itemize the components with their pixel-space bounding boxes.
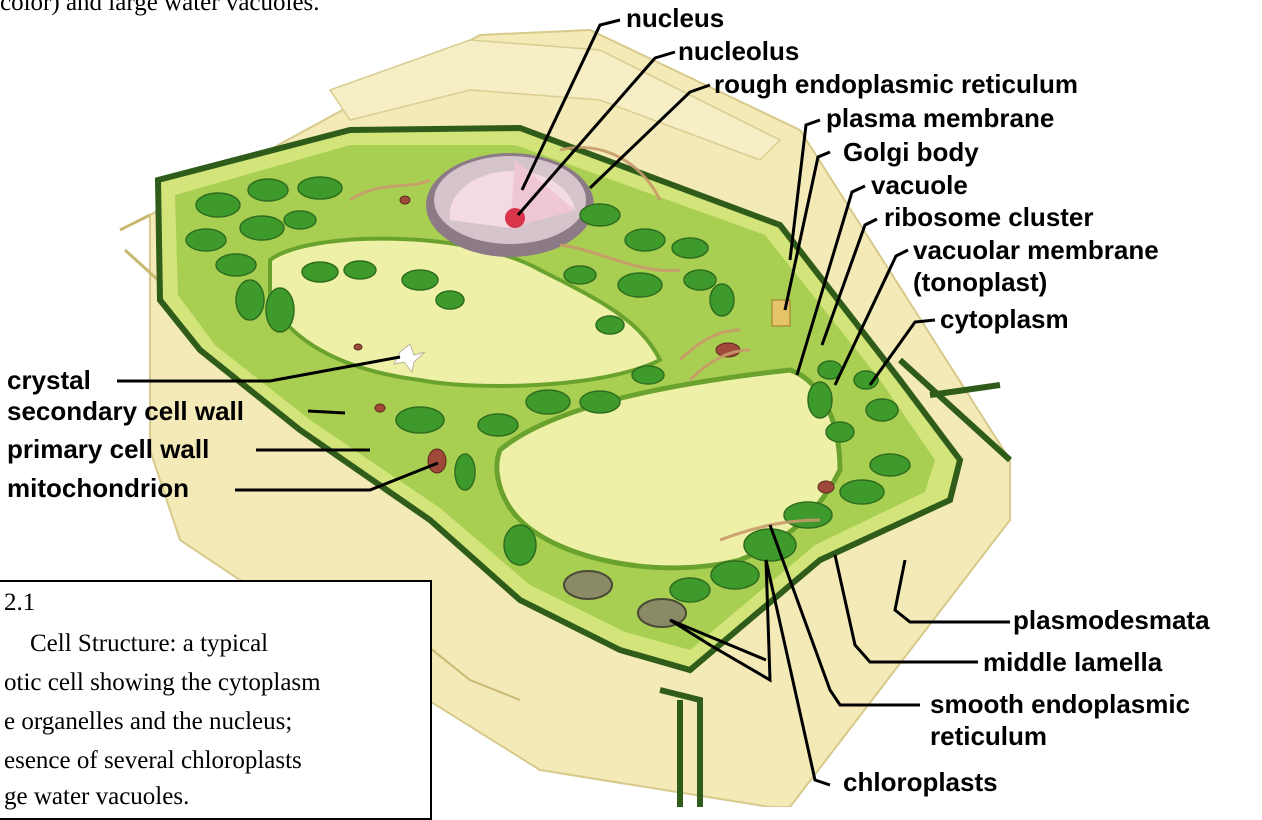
figure-caption-box: 2.1 Cell Structure: a typical otic cell …	[0, 580, 432, 820]
label-primary-cell-wall: primary cell wall	[7, 435, 209, 464]
label-tonoplast: (tonoplast)	[913, 268, 1047, 297]
label-golgi: Golgi body	[843, 138, 979, 167]
label-rough-er: rough endoplasmic reticulum	[714, 70, 1078, 99]
caption-line-6: ge water vacuoles.	[4, 782, 189, 812]
label-chloroplasts: chloroplasts	[843, 768, 998, 797]
caption-line-2: Cell Structure: a typical	[30, 629, 268, 659]
label-smooth-er: smooth endoplasmic	[930, 690, 1190, 719]
label-plasma-membrane: plasma membrane	[826, 104, 1054, 133]
label-ribosome-cluster: ribosome cluster	[884, 203, 1094, 232]
label-cytoplasm: cytoplasm	[940, 305, 1069, 334]
label-vacuole: vacuole	[871, 171, 968, 200]
caption-line-1: 2.1	[4, 588, 35, 618]
caption-line-3: otic cell showing the cytoplasm	[4, 668, 321, 698]
label-middle-lamella: middle lamella	[983, 648, 1162, 677]
label-smooth-er-2: reticulum	[930, 722, 1047, 751]
label-secondary-cell-wall: secondary cell wall	[7, 397, 244, 426]
nucleus-shape	[426, 153, 594, 257]
label-nucleolus: nucleolus	[678, 37, 799, 66]
caption-line-4: e organelles and the nucleus;	[4, 707, 292, 737]
label-plasmodesmata: plasmodesmata	[1013, 606, 1210, 635]
label-mitochondrion: mitochondrion	[7, 474, 189, 503]
label-crystal: crystal	[7, 366, 91, 395]
label-nucleus: nucleus	[626, 4, 724, 33]
caption-line-5: esence of several chloroplasts	[4, 746, 302, 776]
label-vacuolar-membrane: vacuolar membrane	[913, 236, 1159, 265]
